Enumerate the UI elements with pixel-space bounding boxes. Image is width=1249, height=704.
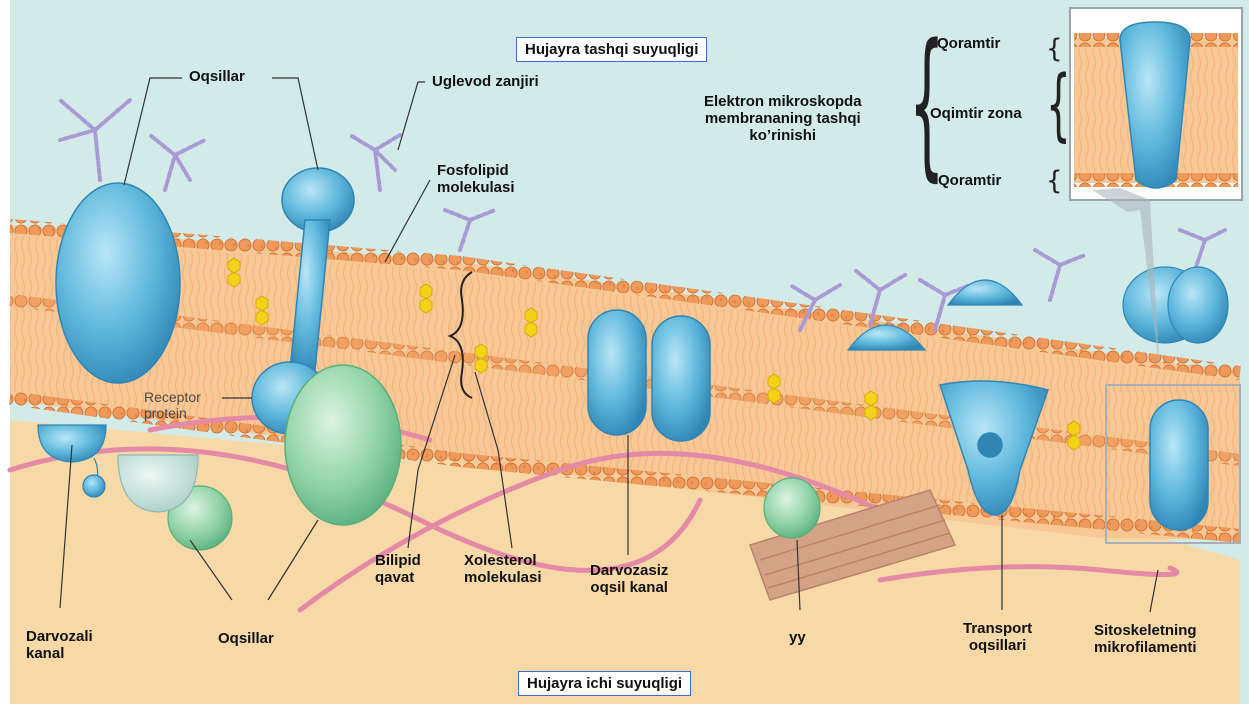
inset-dark-top: Qoramtir <box>937 35 1000 52</box>
intracellular-label: Hujayra ichi suyuqligi <box>518 671 691 696</box>
label-cholesterol: Xolesterol molekulasi <box>464 552 542 586</box>
label-transport-line1: Transport <box>963 620 1032 637</box>
label-gated-channel: Darvozali kanal <box>26 628 93 662</box>
label-ungated-channel-line1: Darvozasiz <box>590 562 668 579</box>
label-cholesterol-line1: Xolesterol <box>464 552 542 569</box>
label-cytoskeleton: Sitoskeletning mikrofilamenti <box>1094 622 1197 656</box>
inset-caption-line1: Elektron mikroskopda <box>704 93 862 110</box>
inset-caption-line3: ko’rinishi <box>704 127 862 144</box>
label-phospholipid-line2: molekulasi <box>437 179 515 196</box>
inset-dark-bottom: Qoramtir <box>938 172 1001 189</box>
label-bilipid-line2: qavat <box>375 569 421 586</box>
label-receptor-protein: Receptor protein <box>144 389 201 421</box>
extracellular-label: Hujayra tashqi suyuqligi <box>516 37 707 62</box>
label-phospholipid: Fosfolipid molekulasi <box>437 162 515 196</box>
label-cytoskeleton-line2: mikrofilamenti <box>1094 639 1197 656</box>
label-cholesterol-line2: molekulasi <box>464 569 542 586</box>
yy-protein <box>764 478 820 538</box>
label-ungated-channel-line2: oqsil kanal <box>590 579 668 596</box>
zoom-region-protein <box>1150 400 1208 530</box>
protein-complex-right <box>1123 267 1228 343</box>
label-proteins-bottom: Oqsillar <box>218 630 274 647</box>
label-gated-channel-line1: Darvozali <box>26 628 93 645</box>
inset-light-zone: Oqimtir zona <box>930 105 1022 122</box>
label-gated-channel-line2: kanal <box>26 645 93 662</box>
label-cytoskeleton-line1: Sitoskeletning <box>1094 622 1197 639</box>
inset-micrograph <box>1070 8 1242 200</box>
inset-caption: Elektron mikroskopda membrananing tashqi… <box>704 93 862 144</box>
integral-protein-large <box>56 183 180 383</box>
label-transport-line2: oqsillari <box>963 637 1032 654</box>
label-proteins-top: Oqsillar <box>189 68 245 85</box>
label-bilipid: Bilipid qavat <box>375 552 421 586</box>
label-bilipid-line1: Bilipid <box>375 552 421 569</box>
label-phospholipid-line1: Fosfolipid <box>437 162 515 179</box>
inset-brace-middle: { <box>1046 66 1071 144</box>
label-transport-proteins: Transport oqsillari <box>963 620 1032 654</box>
inset-brace-bottom: { <box>1046 166 1063 196</box>
peripheral-protein-green <box>285 365 401 525</box>
label-receptor-line2: protein <box>144 405 201 421</box>
inset-caption-line2: membrananing tashqi <box>704 110 862 127</box>
label-carbohydrate-chain: Uglevod zanjiri <box>432 73 539 90</box>
label-receptor-line1: Receptor <box>144 389 201 405</box>
label-ungated-channel: Darvozasiz oqsil kanal <box>590 562 668 596</box>
label-yy: yy <box>789 629 806 646</box>
